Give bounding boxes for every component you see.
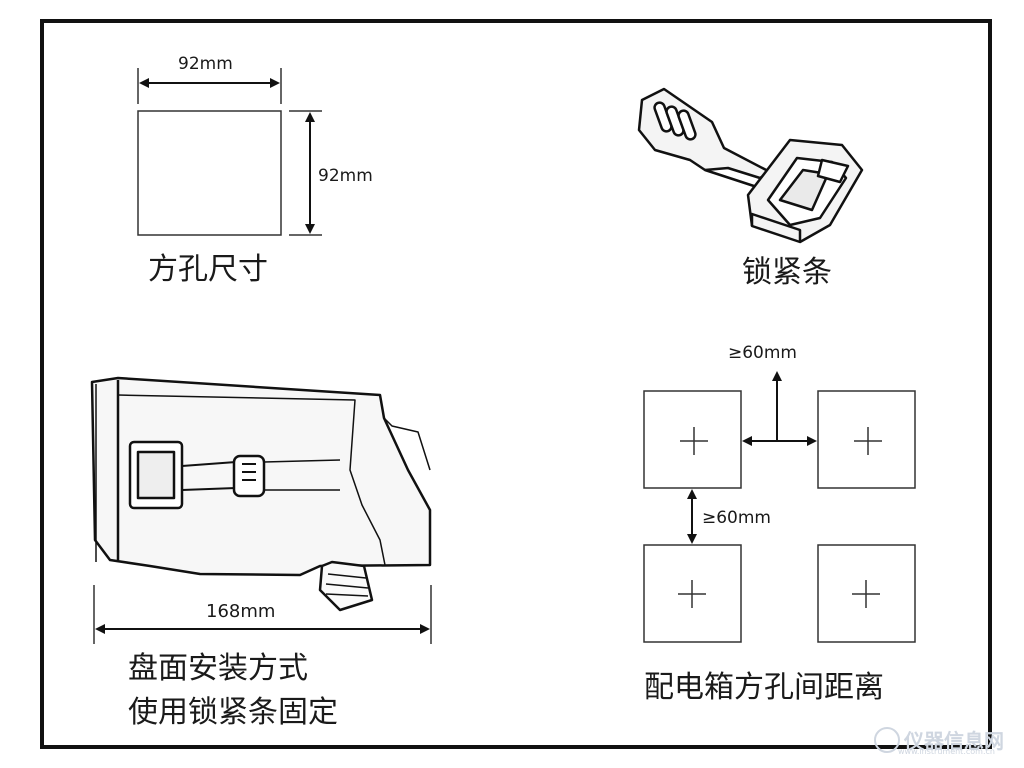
hole-bottom-right	[817, 544, 916, 643]
hole-top-left	[643, 390, 742, 489]
panel-mount-title-line1: 盘面安装方式	[128, 651, 308, 686]
hole-bottom-left	[643, 544, 742, 643]
panel-mount-title-line2: 使用锁紧条固定	[128, 695, 338, 730]
lock-strip-image	[637, 87, 864, 244]
hole-top-right	[817, 390, 916, 489]
watermark-logo-icon	[874, 726, 900, 753]
spacing-title: 配电箱方孔间距离	[644, 670, 884, 705]
panel-width-dimension	[93, 585, 432, 644]
cutout-height-label: 92mm	[318, 166, 373, 186]
cutout-square	[137, 110, 282, 236]
cutout-width-label: 92mm	[178, 54, 233, 74]
spacing-vertical-label: ≥60mm	[728, 343, 797, 363]
watermark-sub: www.instrument.com.cn	[898, 747, 995, 756]
cutout-title: 方孔尺寸	[148, 252, 268, 287]
spacing-diagram	[643, 371, 916, 643]
diagram-frame	[40, 19, 992, 749]
watermark: 仪器信息网 www.instrument.com.cn	[874, 725, 1004, 756]
panel-mount-image	[90, 376, 432, 612]
cutout-diagram	[137, 68, 322, 236]
watermark-text: 仪器信息网	[904, 729, 1004, 753]
spacing-horizontal-label: ≥60mm	[702, 508, 771, 528]
panel-width-label: 168mm	[206, 601, 276, 622]
lock-strip-title: 锁紧条	[742, 255, 832, 290]
